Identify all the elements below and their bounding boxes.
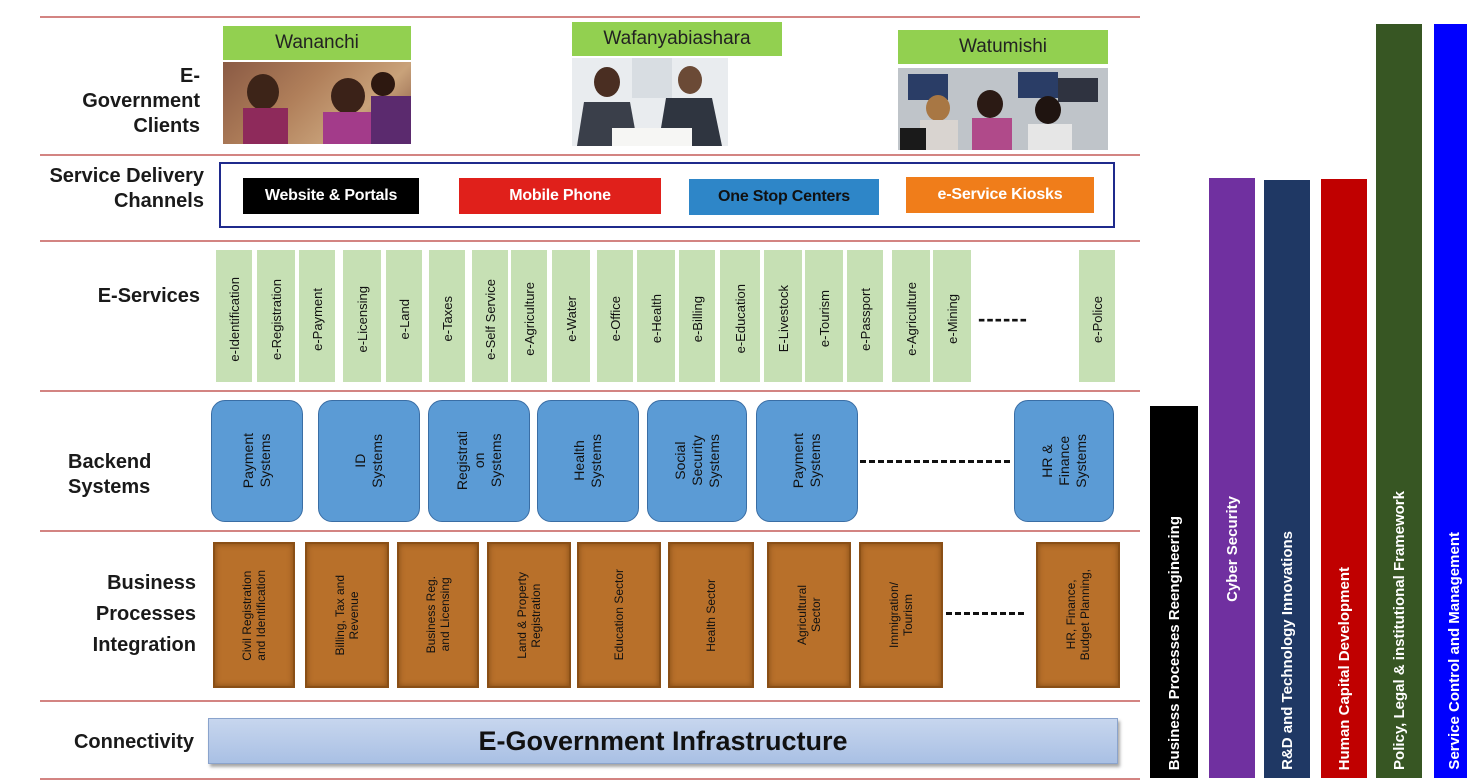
backend-health-systems: Health Systems <box>537 400 639 522</box>
pillar-policy-legal: Policy, Legal & institutional Framework <box>1376 24 1422 778</box>
service-e-self-service: e-Self Service <box>472 250 508 382</box>
service-e-police: e-Police <box>1079 250 1115 382</box>
pillar-cyber-security: Cyber Security <box>1209 178 1255 778</box>
row-divider <box>40 530 1140 532</box>
pillar-service-control: Service Control and Management <box>1434 24 1467 778</box>
row-divider <box>40 390 1140 392</box>
channel-website-portals[interactable]: Website & Portals <box>243 178 419 214</box>
row-divider <box>40 16 1140 18</box>
client-header-wananchi: Wananchi <box>223 26 411 60</box>
row-label-clients: E- Government Clients <box>82 65 200 137</box>
service-e-billing: e-Billing <box>679 250 715 382</box>
service-e-registration: e-Registration <box>257 250 295 382</box>
backend-social-security-systems: Social Security Systems <box>647 400 747 522</box>
backend-registration-systems: Registrati on Systems <box>428 400 530 522</box>
process-immigration-tourism: Immigration/ Tourism <box>859 542 943 688</box>
backend-dash <box>860 460 1010 463</box>
row-divider <box>40 154 1140 156</box>
service-e-health: e-Health <box>637 250 675 382</box>
service-e-livestock: E-Livestock <box>764 250 802 382</box>
pillar-human-capital: Human Capital Development <box>1321 179 1367 778</box>
process-billing-tax: Billing, Tax and Revenue <box>305 542 389 688</box>
service-e-tourism: e-Tourism <box>805 250 843 382</box>
channels-frame <box>219 162 1115 228</box>
service-e-water: e-Water <box>552 250 590 382</box>
backend-payment-systems: Payment Systems <box>211 400 303 522</box>
service-e-education: e-Education <box>720 250 760 382</box>
service-e-office: e-Office <box>597 250 633 382</box>
row-label-backend: Backend Systems <box>68 451 152 498</box>
service-e-land: e-Land <box>386 250 422 382</box>
channel-mobile-phone[interactable]: Mobile Phone <box>459 178 661 214</box>
service-e-identification: e-Identification <box>216 250 252 382</box>
process-business-reg: Business Reg. and Licensing <box>397 542 479 688</box>
process-dash <box>946 612 1024 615</box>
row-label-connectivity: Connectivity <box>73 731 194 753</box>
client-header-watumishi: Watumishi <box>898 30 1108 64</box>
infrastructure-bar: E-Government Infrastructure <box>208 718 1118 764</box>
channel-one-stop-centers[interactable]: One Stop Centers <box>689 179 879 215</box>
row-label-channels: Service Delivery Channels <box>49 165 204 212</box>
channel-e-service-kiosks[interactable]: e-Service Kiosks <box>906 177 1094 213</box>
backend-hr-finance-systems: HR & Finance Systems <box>1014 400 1114 522</box>
row-label-services: E-Services <box>97 285 200 307</box>
backend-id-systems: ID Systems <box>318 400 420 522</box>
client-photo-watumishi <box>898 68 1108 150</box>
service-e-agriculture-2: e-Agriculture <box>892 250 930 382</box>
pillar-business-processes-reengineering: Business Processes Reengineering <box>1150 406 1198 778</box>
service-e-payment: e-Payment <box>299 250 335 382</box>
process-civil-registration: Civil Registration and Identification <box>213 542 295 688</box>
process-health-sector: Health Sector <box>668 542 754 688</box>
service-e-passport: e-Passport <box>847 250 883 382</box>
client-photo-wafanyabiashara <box>572 58 728 146</box>
service-e-agriculture: e-Agriculture <box>511 250 547 382</box>
process-hr-finance-budget: HR, Finance, Budget Planning, <box>1036 542 1120 688</box>
service-e-taxes: e-Taxes <box>429 250 465 382</box>
pillar-rd-technology: R&D and Technology Innovations <box>1264 180 1310 778</box>
service-e-mining: e-Mining <box>933 250 971 382</box>
process-education-sector: Education Sector <box>577 542 661 688</box>
process-agricultural-sector: Agricultural Sector <box>767 542 851 688</box>
infrastructure-label: E-Government Infrastructure <box>478 725 848 756</box>
row-label-processes: Business Processes Integration <box>92 572 196 656</box>
process-land-property: Land & Property Registration <box>487 542 571 688</box>
row-divider <box>40 240 1140 242</box>
row-divider <box>40 700 1140 702</box>
service-e-licensing: e-Licensing <box>343 250 381 382</box>
backend-payment-systems-2: Payment Systems <box>756 400 858 522</box>
services-dash: ------ <box>978 306 1028 331</box>
client-photo-wananchi <box>223 62 411 144</box>
row-divider <box>40 778 1140 780</box>
client-header-wafanyabiashara: Wafanyabiashara <box>572 22 782 56</box>
